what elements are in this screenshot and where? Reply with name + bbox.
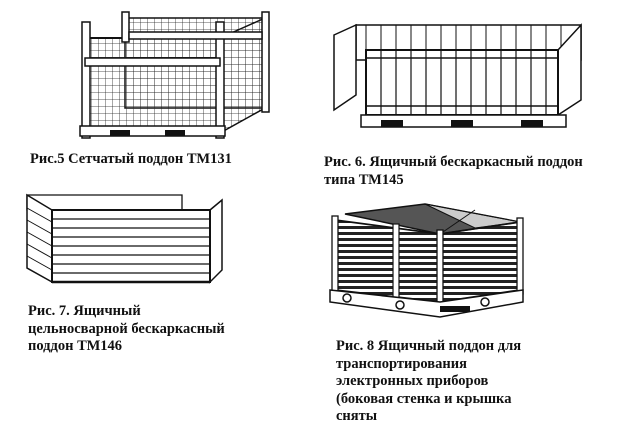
box-pallet-tm145-drawing (333, 23, 582, 128)
caption-line: Рис.5 Сетчатый поддон ТМ131 (30, 151, 232, 167)
figure-7-caption: Рис. 7. Ящичный цельносварной бескаркасн… (28, 303, 225, 356)
caption-line: цельносварной бескаркасный (28, 320, 225, 337)
figure-6-caption: Рис. 6. Ящичный бескаркасный поддон типа… (324, 154, 583, 189)
figure-8-caption: Рис. 8 Ящичный поддон для транспортирова… (336, 338, 521, 426)
figure-5-mesh-pallet-illustration (70, 8, 280, 143)
figure-8-electronics-box-pallet-illustration (325, 202, 530, 327)
electronics-box-pallet-drawing (329, 203, 524, 318)
mesh-pallet-drawing (79, 11, 270, 139)
caption-line: поддон ТМ146 (28, 338, 123, 354)
caption-line: Рис. 6. Ящичный бескаркасный поддон (324, 154, 583, 170)
caption-line: (боковая стенка и крышка (336, 390, 512, 407)
caption-line: Рис. 8 Ящичный поддон для (336, 338, 522, 354)
welded-box-pallet-tm146-drawing (26, 193, 223, 284)
figure-6-box-pallet-illustration (326, 20, 591, 135)
figure-5-caption: Рис.5 Сетчатый поддон ТМ131 (30, 151, 232, 169)
caption-line: Рис. 7. Ящичный (28, 303, 141, 319)
caption-line: транспортирования (336, 355, 467, 372)
caption-line: типа ТМ145 (324, 171, 404, 188)
caption-line: электронных приборов (336, 373, 489, 389)
figure-7-welded-box-pallet-illustration (22, 190, 227, 290)
caption-line: сняты (336, 408, 378, 424)
